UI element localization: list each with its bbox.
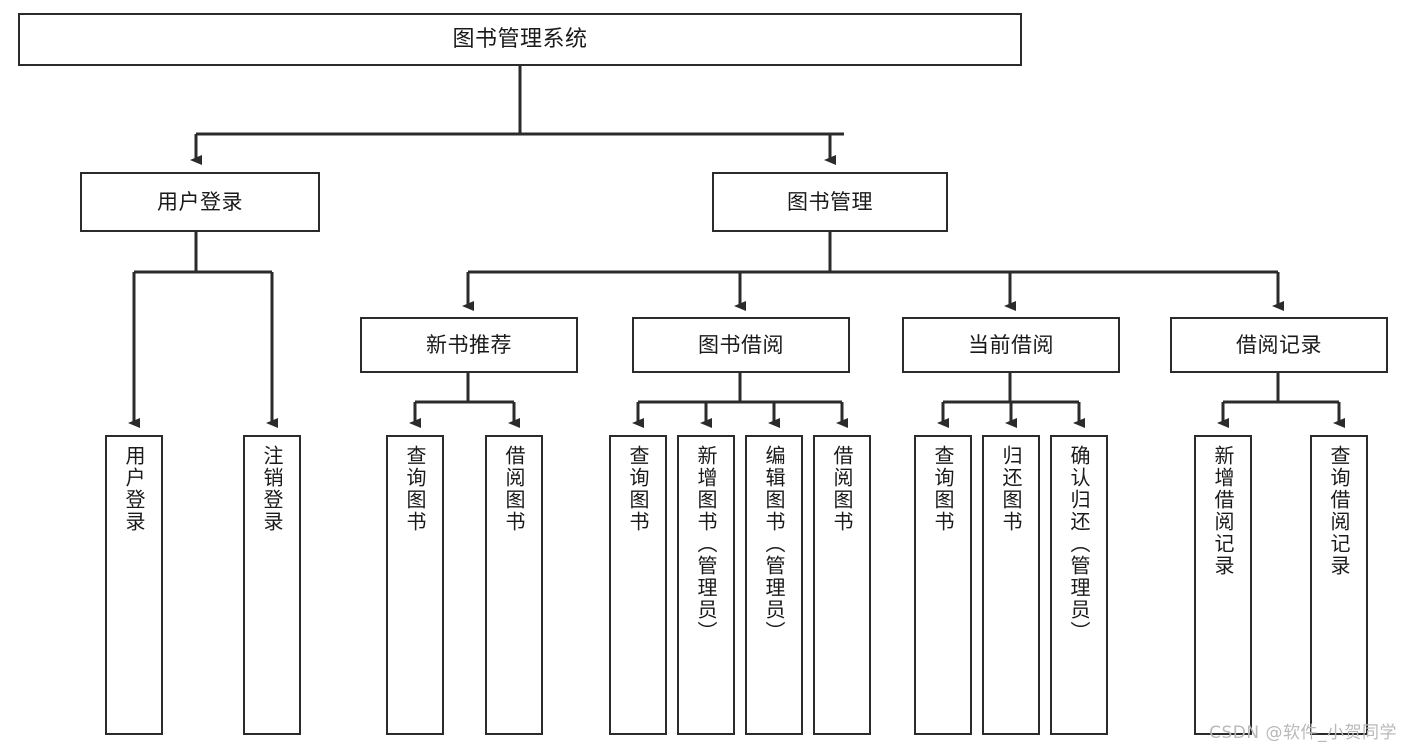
node-leaf-record-query-label: 查询借阅记录: [1327, 445, 1351, 577]
node-leaf-borrow-borrow-book[interactable]: 借阅图书: [813, 435, 871, 735]
node-book-borrow[interactable]: 图书借阅: [632, 317, 850, 373]
node-new-book-rec-label: 新书推荐: [426, 332, 512, 357]
node-leaf-rec-query-book-label: 查询图书: [403, 445, 427, 533]
node-leaf-borrow-add-book[interactable]: 新增图书（管理员）: [677, 435, 735, 735]
node-book-borrow-label: 图书借阅: [698, 332, 784, 357]
node-leaf-record-add[interactable]: 新增借阅记录: [1194, 435, 1252, 735]
node-leaf-current-return-book[interactable]: 归还图书: [982, 435, 1040, 735]
node-leaf-current-return-book-label: 归还图书: [999, 445, 1023, 533]
node-leaf-current-confirm-return[interactable]: 确认归还（管理员）: [1050, 435, 1108, 735]
node-leaf-user-logout-label: 注销登录: [260, 445, 284, 533]
node-leaf-user-login[interactable]: 用户登录: [105, 435, 163, 735]
node-new-book-rec[interactable]: 新书推荐: [360, 317, 578, 373]
node-leaf-user-logout[interactable]: 注销登录: [243, 435, 301, 735]
node-current-borrow[interactable]: 当前借阅: [902, 317, 1120, 373]
node-book-manage[interactable]: 图书管理: [712, 172, 948, 232]
node-user-login-label: 用户登录: [157, 189, 243, 214]
node-leaf-borrow-edit-book[interactable]: 编辑图书（管理员）: [745, 435, 803, 735]
node-leaf-current-query-book-label: 查询图书: [931, 445, 955, 533]
node-leaf-borrow-borrow-book-label: 借阅图书: [830, 445, 854, 533]
node-leaf-record-query[interactable]: 查询借阅记录: [1310, 435, 1368, 735]
connector-group: [128, 66, 1345, 428]
node-leaf-rec-borrow-book-label: 借阅图书: [502, 445, 526, 533]
node-leaf-borrow-edit-book-label: 编辑图书（管理员）: [762, 445, 786, 643]
node-leaf-rec-borrow-book[interactable]: 借阅图书: [485, 435, 543, 735]
node-root-label: 图书管理系统: [452, 26, 588, 52]
node-leaf-borrow-add-book-label: 新增图书（管理员）: [694, 445, 718, 643]
node-leaf-current-confirm-return-label: 确认归还（管理员）: [1067, 445, 1091, 643]
node-leaf-borrow-query-book-label: 查询图书: [626, 445, 650, 533]
node-leaf-user-login-label: 用户登录: [122, 445, 146, 533]
node-leaf-record-add-label: 新增借阅记录: [1211, 445, 1235, 577]
node-root[interactable]: 图书管理系统: [18, 13, 1022, 66]
node-book-manage-label: 图书管理: [787, 189, 873, 214]
node-borrow-record[interactable]: 借阅记录: [1170, 317, 1388, 373]
node-borrow-record-label: 借阅记录: [1236, 332, 1322, 357]
node-current-borrow-label: 当前借阅: [968, 332, 1054, 357]
node-leaf-rec-query-book[interactable]: 查询图书: [386, 435, 444, 735]
node-leaf-borrow-query-book[interactable]: 查询图书: [609, 435, 667, 735]
node-leaf-current-query-book[interactable]: 查询图书: [914, 435, 972, 735]
node-user-login[interactable]: 用户登录: [80, 172, 320, 232]
